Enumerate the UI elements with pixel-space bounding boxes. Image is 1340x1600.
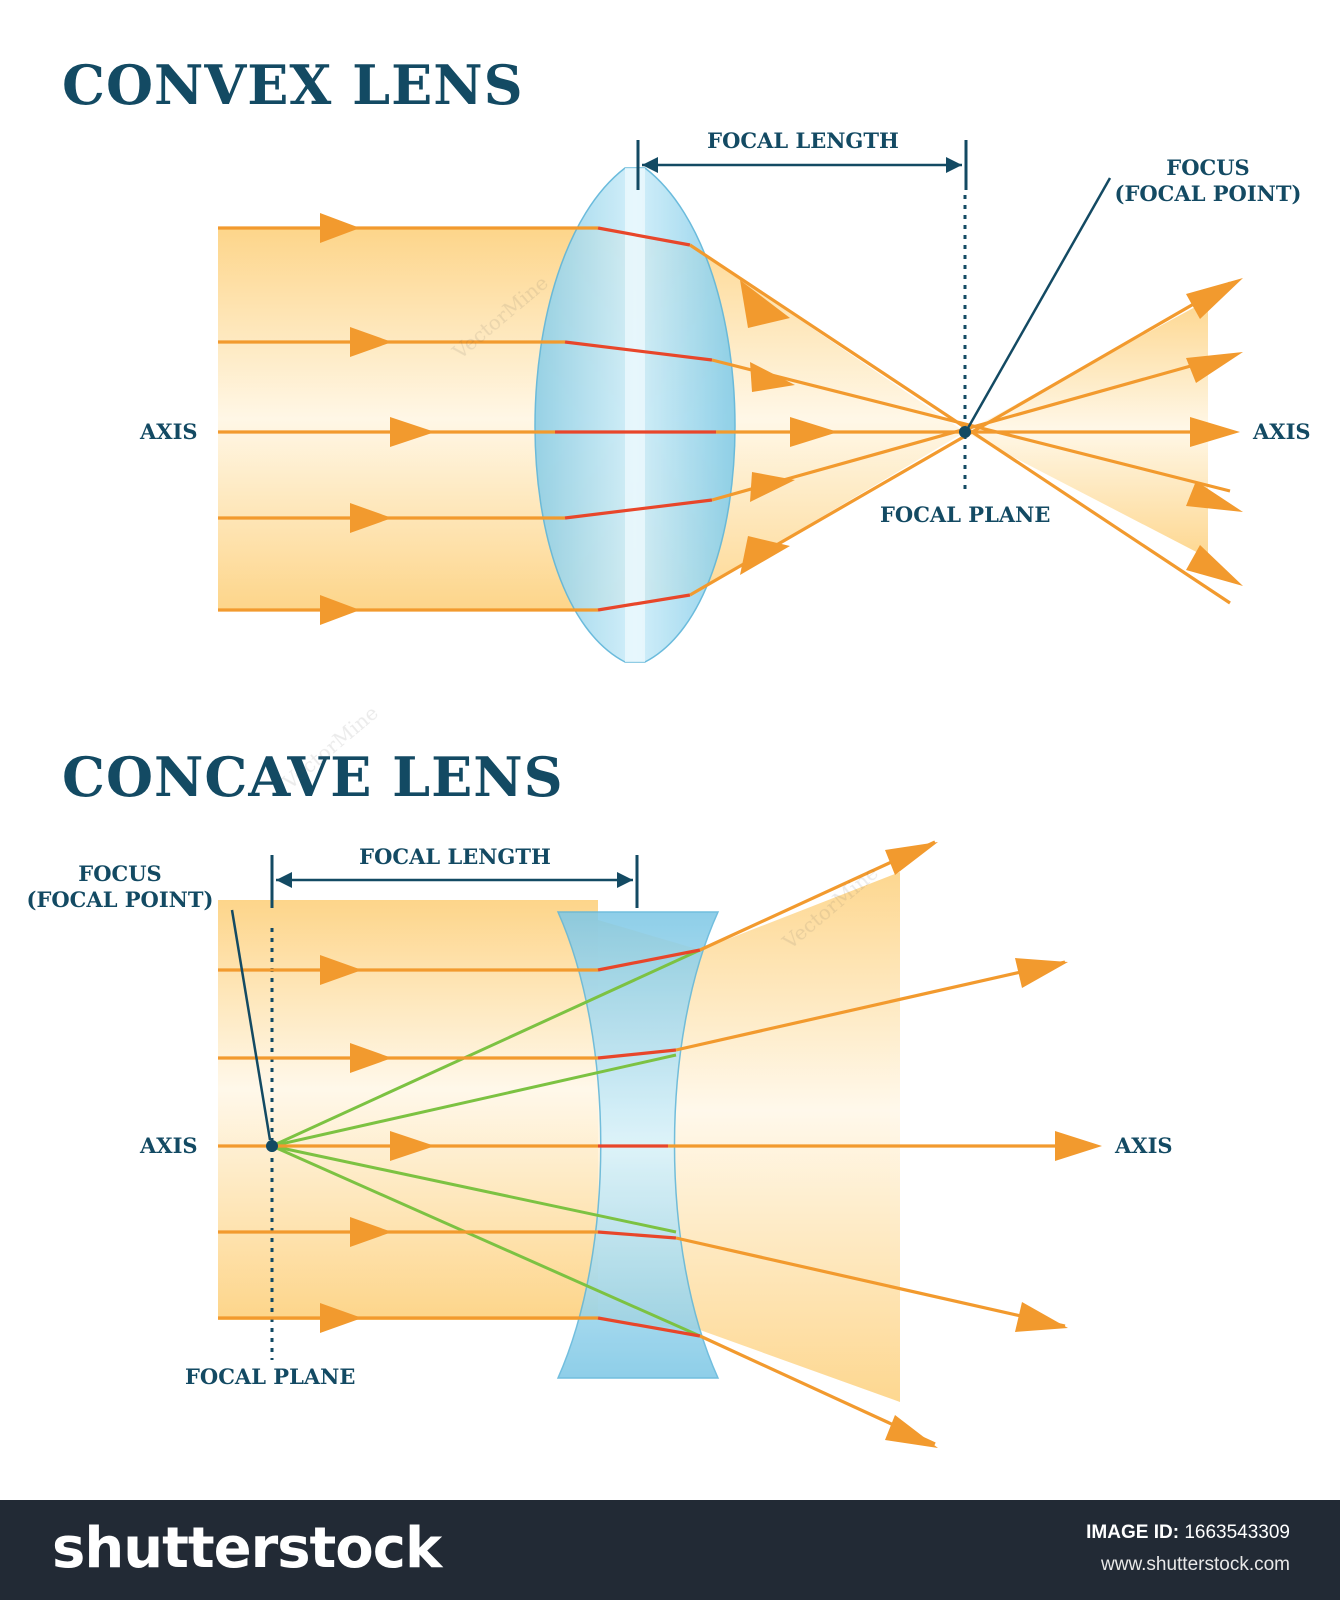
concave-arrowheads [320, 842, 1102, 1448]
convex-focus-label: FOCUS [1166, 155, 1249, 180]
convex-title: CONVEX LENS [62, 53, 524, 117]
concave-focal-plane-label: FOCAL PLANE [185, 1364, 355, 1389]
shutterstock-logo: shutterstock [52, 1516, 442, 1581]
concave-focus-point [266, 1140, 278, 1152]
concave-axis-left-label: AXIS [139, 1133, 198, 1158]
concave-focus-label: FOCUS [78, 861, 161, 886]
footer-bar: shutterstock IMAGE ID: 1663543309 www.sh… [0, 1500, 1340, 1600]
image-id: IMAGE ID: 1663543309 [1086, 1522, 1290, 1544]
convex-arrowheads [320, 213, 1243, 625]
site-url: www.shutterstock.com [1101, 1554, 1290, 1575]
convex-focus-point [959, 426, 971, 438]
concave-title: CONCAVE LENS [62, 745, 564, 809]
convex-axis-right-label: AXIS [1252, 419, 1311, 444]
concave-virtual-rays [271, 948, 701, 1338]
concave-axis-right-label: AXIS [1114, 1133, 1173, 1158]
concave-focus-label-2: (FOCAL POINT) [27, 887, 214, 912]
convex-diverging-beam [965, 300, 1208, 558]
image-id-value: 1663543309 [1184, 1522, 1290, 1543]
convex-focal-length-label: FOCAL LENGTH [707, 128, 899, 153]
image-id-label: IMAGE ID: [1086, 1522, 1180, 1543]
convex-lens-core [625, 168, 645, 662]
concave-focal-length-label: FOCAL LENGTH [359, 844, 551, 869]
convex-focus-label-2: (FOCAL POINT) [1115, 181, 1302, 206]
convex-axis-left-label: AXIS [139, 419, 198, 444]
concave-incoming-beam [218, 900, 598, 1320]
convex-focal-plane-label: FOCAL PLANE [880, 502, 1050, 527]
